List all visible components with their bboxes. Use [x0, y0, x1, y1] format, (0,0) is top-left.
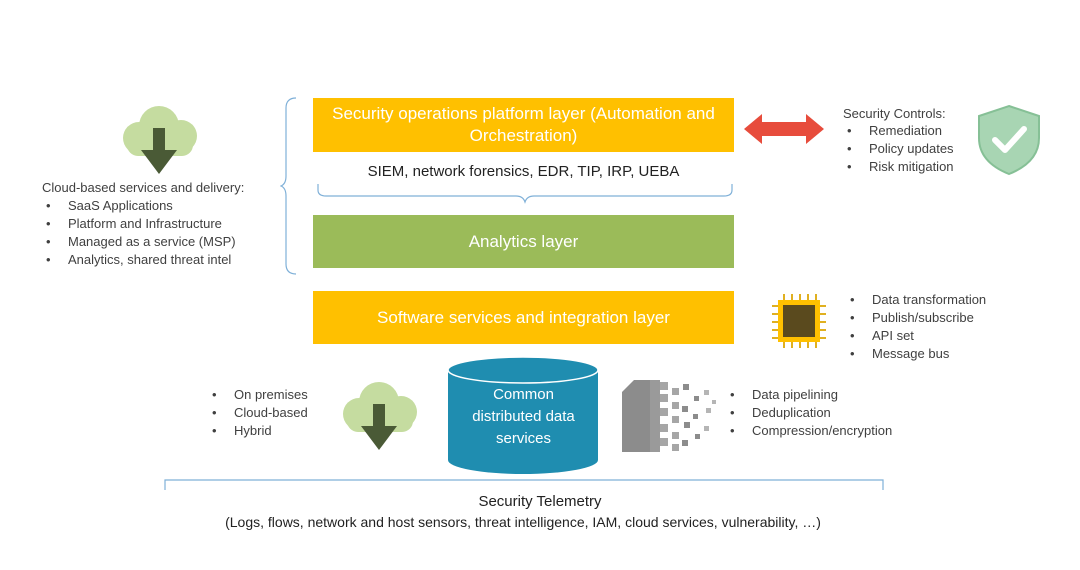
cloud-download-icon: [343, 382, 417, 450]
data-services-label: Common distributed data services: [472, 386, 575, 447]
list-item: Analytics, shared threat intel: [42, 251, 236, 269]
cloud-download-icon: [123, 106, 197, 174]
list-item: Compression/encryption: [726, 422, 892, 440]
security-ops-layer: Security operations platform layer (Auto…: [313, 98, 734, 152]
database-icon: [447, 356, 599, 474]
security-controls-title: Security Controls:: [843, 106, 946, 121]
list-item: Policy updates: [843, 140, 954, 158]
list-item: Remediation: [843, 122, 954, 140]
list-item: Platform and Infrastructure: [42, 215, 236, 233]
list-item: Managed as a service (MSP): [42, 233, 236, 251]
integration-features-list: Data transformation Publish/subscribe AP…: [846, 291, 986, 363]
double-arrow-icon: [744, 114, 824, 144]
security-ops-tools: SIEM, network forensics, EDR, TIP, IRP, …: [367, 163, 680, 180]
list-item: Risk mitigation: [843, 158, 954, 176]
telemetry-subtitle: (Logs, flows, network and host sensors, …: [225, 514, 821, 530]
tools-brace: [317, 184, 733, 204]
list-item: Message bus: [846, 345, 986, 363]
pipeline-features-list: Data pipelining Deduplication Compressio…: [726, 386, 892, 440]
telemetry-bracket: [164, 479, 884, 490]
list-item: Cloud-based: [208, 404, 308, 422]
list-item: Data pipelining: [726, 386, 892, 404]
security-ops-label: Security operations platform layer (Auto…: [332, 104, 715, 145]
telemetry-title: Security Telemetry: [478, 493, 602, 510]
software-services-layer: Software services and integration layer: [313, 291, 734, 344]
analytics-label: Analytics layer: [468, 231, 579, 251]
shield-check-icon: [978, 104, 1040, 176]
list-item: Data transformation: [846, 291, 986, 309]
analytics-layer: Analytics layer: [313, 215, 734, 268]
chip-icon: [772, 294, 826, 348]
list-item: Hybrid: [208, 422, 308, 440]
cloud-services-list: SaaS Applications Platform and Infrastru…: [42, 197, 236, 269]
cloud-services-title: Cloud-based services and delivery:: [42, 180, 245, 195]
deployment-list: On premises Cloud-based Hybrid: [208, 386, 308, 440]
security-controls-list: Remediation Policy updates Risk mitigati…: [843, 122, 954, 176]
pixelated-document-icon: [622, 380, 716, 452]
list-item: API set: [846, 327, 986, 345]
software-services-label: Software services and integration layer: [377, 307, 670, 327]
left-bracket: [280, 97, 297, 275]
list-item: On premises: [208, 386, 308, 404]
list-item: Publish/subscribe: [846, 309, 986, 327]
list-item: SaaS Applications: [42, 197, 236, 215]
list-item: Deduplication: [726, 404, 892, 422]
